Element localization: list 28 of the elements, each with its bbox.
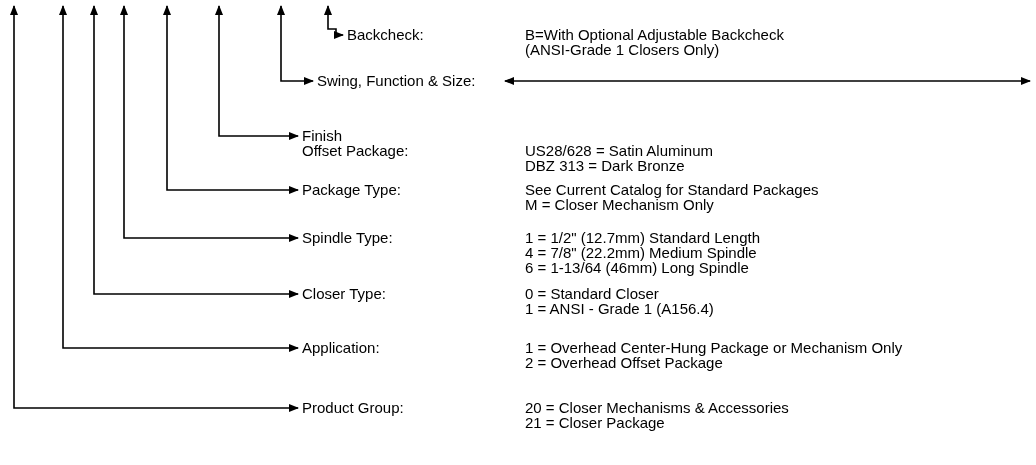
leader-arrow [215, 5, 299, 140]
leader-arrow [120, 5, 299, 242]
option-description: 21 = Closer Package [525, 415, 666, 430]
leader-arrow [277, 5, 314, 85]
leader-arrow [163, 5, 299, 194]
field-label: Application: [302, 340, 380, 355]
field-label: Spindle Type: [302, 230, 393, 245]
option-description: US28/628 = Satin Aluminum [525, 143, 714, 158]
option-description: M = Closer Mechanism Only [525, 197, 715, 212]
leader-arrow [59, 5, 299, 352]
option-description: 6 = 1-13/64 (46mm) Long Spindle [525, 260, 749, 275]
leader-arrow [90, 5, 299, 298]
option-description: 2 = Overhead Offset Package [525, 355, 723, 370]
option-description: 20 = Closer Mechanisms & Accessories [525, 400, 789, 415]
leader-arrow [324, 5, 344, 39]
option-description: 0 = Standard Closer [525, 286, 660, 301]
field-label: Package Type: [302, 182, 401, 197]
field-label: Closer Type: [302, 286, 386, 301]
option-description: DBZ 313 = Dark Bronze [525, 158, 686, 173]
field-label: Backcheck: [347, 27, 424, 42]
field-label: Offset Package: [302, 143, 409, 158]
option-description: 1 = ANSI - Grade 1 (A156.4) [525, 301, 714, 316]
field-label: Swing, Function & Size: [317, 73, 476, 88]
field-label: Finish [302, 128, 343, 143]
leader-arrow [504, 77, 1031, 85]
leader-arrow [10, 5, 299, 412]
field-label: Product Group: [302, 400, 404, 415]
option-description: (ANSI-Grade 1 Closers Only) [525, 42, 721, 57]
